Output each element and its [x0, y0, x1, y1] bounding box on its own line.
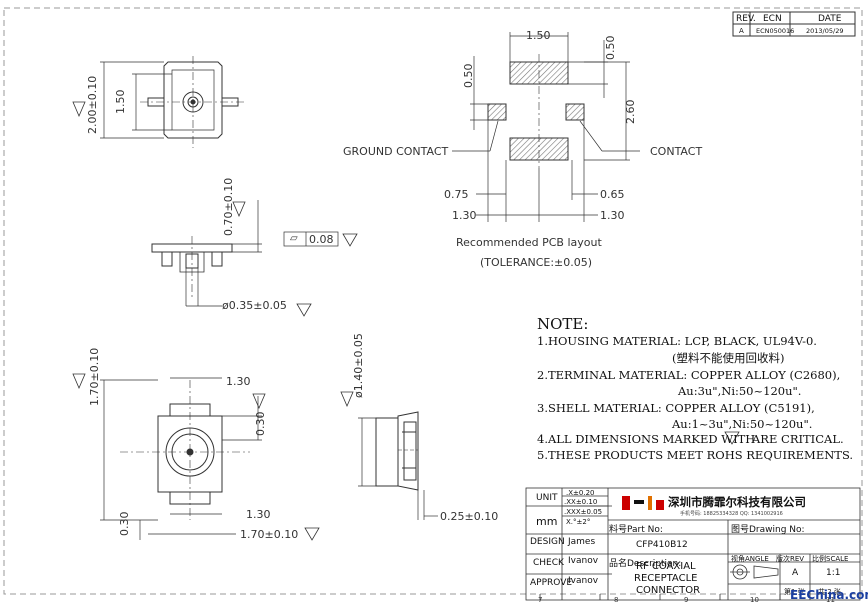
frame-ticks	[539, 594, 781, 600]
company-contact: 手机号码: 18825334328 QQ: 1341002916	[680, 511, 783, 517]
pcb-right-span: 1.30	[600, 209, 625, 222]
note-3: 3.SHELL MATERIAL: COPPER ALLOY (C5191),	[537, 401, 815, 415]
unit-value: mm	[536, 515, 558, 528]
pcb-pads	[487, 54, 585, 168]
date-header: DATE	[818, 14, 842, 24]
scale-value: 1:1	[826, 568, 841, 578]
side-view-dims	[185, 200, 339, 307]
title-block-lines	[525, 487, 861, 601]
projection-symbol-icon	[730, 564, 779, 580]
sheet-total: 共 2 张	[818, 588, 841, 596]
design-label: DESIGN	[530, 537, 565, 547]
part-no-label: 料号Part No:	[609, 525, 663, 535]
ecn-header: ECN	[763, 14, 782, 24]
frame-number-8: 8	[614, 596, 619, 604]
pcb-total-height: 2.60	[624, 99, 637, 125]
frame-number-11: 11	[826, 596, 835, 604]
rev-header: REV.	[736, 14, 756, 24]
bottom-right-dim: 0.30	[254, 411, 267, 437]
sheet-number: 第1 张	[784, 588, 805, 596]
note-3-plating: Au:1~3u",Ni:50~120u".	[672, 417, 813, 431]
section-view-dims	[358, 417, 438, 520]
watermark: EEChina.com	[790, 588, 868, 602]
section-view-outline	[375, 411, 419, 491]
pcb-left-pad: 0.75	[444, 188, 469, 201]
check-value: Ivanov	[568, 556, 599, 566]
pcb-caption: Recommended PCB layout	[456, 236, 602, 249]
pcb-tolerance: (TOLERANCE:±0.05)	[480, 256, 593, 269]
sheet-border	[3, 7, 863, 595]
frame-number-9: 9	[684, 596, 689, 604]
pin-diameter-dim: ø0.35±0.05	[222, 299, 287, 312]
frame-number-7: 7	[538, 596, 543, 604]
revision-block-lines	[732, 11, 856, 37]
bottom-top-width: 1.30	[226, 375, 251, 388]
design-value: James	[568, 537, 596, 547]
pcb-dims	[452, 32, 640, 222]
note-2-plating: Au:3u",Ni:50~120u".	[678, 384, 802, 398]
contact-label: CONTACT	[650, 145, 703, 158]
tolerance-xx: .XX±0.10	[564, 498, 598, 506]
note-4: 4.ALL DIMENSIONS MARKED WITH	[537, 432, 756, 446]
frame-number-10: 10	[750, 596, 759, 604]
flatness-icon: ▱	[290, 233, 298, 244]
ecn-value: ECN050016	[756, 27, 795, 35]
note-1: 1.HOUSING MATERIAL: LCP, BLACK, UL94V-0.	[537, 334, 817, 348]
note-2: 2.TERMINAL MATERIAL: COPPER ALLOY (C2680…	[537, 368, 841, 382]
pcb-left-height: 0.50	[462, 63, 475, 89]
note-5: 5.THESE PRODUCTS MEET ROHS REQUIREMENTS.	[537, 448, 854, 462]
company-logo	[622, 496, 664, 510]
side-view-outline	[151, 236, 233, 300]
rev-label: 版次REV	[776, 555, 805, 563]
section-thickness: 0.25±0.10	[440, 510, 499, 523]
check-label: CHECK	[533, 558, 564, 568]
rev-value: A	[739, 27, 744, 35]
description-line-1: RF COAXIAL	[636, 561, 696, 572]
top-height-dim: 2.00±0.10	[86, 75, 99, 134]
note-1-cn: (塑料不能使用回收料)	[672, 351, 785, 365]
bottom-bottom-width: 1.30	[246, 508, 271, 521]
date-value: 2013/05/29	[806, 27, 844, 35]
bottom-height-dim: 1.70±0.10	[88, 347, 101, 406]
critical-triangles	[72, 101, 740, 541]
unit-label: UNIT	[536, 493, 558, 503]
approve-label: APPROVE	[530, 578, 573, 588]
top-view-outline	[140, 56, 246, 148]
section-diameter: ø1.40±0.05	[352, 333, 365, 398]
flatness-value: 0.08	[309, 233, 334, 246]
scale-label: 比例SCALE	[812, 555, 849, 563]
drawing-no-label: 图号Drawing No:	[731, 525, 805, 535]
top-inner-height-dim: 1.50	[114, 89, 127, 115]
description-label: 品名Description:	[609, 559, 682, 569]
description-line-2: RECEPTACLE	[634, 573, 698, 584]
tolerance-xxx: .XXX±0.05	[564, 508, 603, 516]
description-line-3: CONNECTOR	[636, 585, 701, 596]
angle-label: 视角ANGLE	[731, 555, 769, 563]
approve-value: Ivanov	[568, 576, 599, 586]
side-height-dim: 0.70±0.10	[222, 177, 235, 236]
pcb-width-top: 1.50	[526, 29, 551, 42]
tolerance-angle: X.°±2°	[566, 518, 591, 526]
ground-contact-label: GROUND CONTACT	[343, 145, 449, 158]
top-view-dims	[100, 61, 172, 139]
company-name: 深圳市腾霏尔科技有限公司	[668, 495, 806, 509]
pcb-right-pad: 0.65	[600, 188, 625, 201]
tolerance-x: .X±0.20	[566, 489, 595, 497]
pcb-left-span: 1.30	[452, 209, 477, 222]
bottom-view-dims	[100, 377, 262, 540]
rev-value-tb: A	[792, 568, 799, 578]
notes-title: NOTE:	[537, 315, 589, 333]
bottom-view-outline	[120, 380, 250, 520]
bottom-overall-width: 1.70±0.10	[240, 528, 299, 541]
note-4-end: ARE CRITICAL.	[752, 432, 844, 446]
bottom-left-dim: 0.30	[118, 511, 131, 537]
part-no-value: CFP410B12	[636, 540, 688, 550]
pcb-pad-height: 0.50	[604, 35, 617, 61]
